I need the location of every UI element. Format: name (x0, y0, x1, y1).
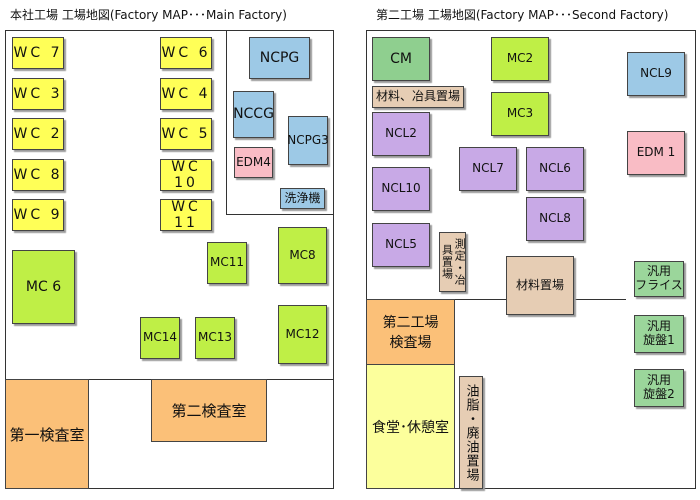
inner-room-wall-left (226, 30, 227, 215)
machine-mc6[interactable]: MC 6 (12, 250, 75, 324)
main-factory-title: 本社工場 工場地図(Factory MAP･･･Main Factory) (10, 8, 287, 22)
station-wc8[interactable]: WC 8 (12, 159, 64, 191)
machine-ncl2[interactable]: NCL2 (372, 112, 430, 156)
machine-nccg[interactable]: NCCG (233, 91, 274, 138)
machine-mc12[interactable]: MC12 (278, 305, 327, 364)
inner-room-wall-bottom (226, 214, 334, 215)
machine-washer[interactable]: 洗浄機 (280, 188, 325, 209)
machine-ncl8[interactable]: NCL8 (526, 197, 584, 241)
station-wc7[interactable]: WC 7 (12, 37, 64, 69)
machine-general-lathe-2[interactable]: 汎用 旋盤2 (634, 369, 684, 407)
machine-mc8[interactable]: MC8 (278, 227, 327, 284)
storage-measurement-tools[interactable]: 測定・冶具置場 (439, 232, 466, 292)
station-wc3[interactable]: WC 3 (12, 78, 64, 110)
machine-mc3[interactable]: MC3 (491, 92, 549, 136)
station-wc4[interactable]: WC 4 (160, 78, 212, 110)
second-factory-title: 第二工場 工場地図(Factory MAP･･･Second Factory) (376, 8, 669, 22)
machine-general-lathe-1[interactable]: 汎用 旋盤1 (634, 315, 684, 353)
general-milling-line1: 汎用 (646, 264, 671, 279)
machine-ncl10[interactable]: NCL10 (372, 167, 430, 211)
machine-edm1[interactable]: EDM 1 (627, 131, 685, 175)
storage-materials[interactable]: 材料置場 (506, 256, 574, 315)
inspection-line1: 第二工場 (382, 315, 439, 331)
machine-cm[interactable]: CM (372, 37, 430, 81)
storage-materials-tools[interactable]: 材料、冶具置場 (372, 86, 464, 108)
inspection-line2: 検査場 (389, 335, 432, 351)
machine-general-milling[interactable]: 汎用 フライス (634, 261, 684, 297)
station-wc9[interactable]: WC 9 (12, 199, 64, 231)
machine-ncl6[interactable]: NCL6 (526, 147, 584, 191)
machine-ncl9[interactable]: NCL9 (627, 52, 685, 96)
machine-mc13[interactable]: MC13 (195, 317, 235, 359)
station-wc10[interactable]: WC 10 (160, 159, 212, 191)
station-wc11[interactable]: WC 11 (160, 199, 212, 231)
machine-ncpg[interactable]: NCPG (249, 37, 310, 79)
general-lathe2-line1: 汎用 (646, 373, 671, 388)
machine-ncl7[interactable]: NCL7 (459, 147, 517, 191)
machine-edm4[interactable]: EDM4 (234, 147, 273, 178)
machine-ncpg3[interactable]: NCPG3 (287, 116, 329, 165)
room-second-inspection[interactable]: 第二検査室 (151, 379, 267, 442)
room-first-inspection[interactable]: 第一検査室 (5, 379, 89, 489)
room-cafeteria-lounge[interactable]: 食堂･休憩室 (366, 364, 455, 489)
machine-ncl5[interactable]: NCL5 (372, 223, 430, 267)
station-wc6[interactable]: WC 6 (160, 37, 212, 69)
room-second-factory-inspection[interactable]: 第二工場 検査場 (366, 299, 455, 365)
machine-mc14[interactable]: MC14 (140, 317, 180, 359)
storage-oil-waste[interactable]: 油脂・廃油置場 (459, 376, 483, 489)
machine-mc11[interactable]: MC11 (207, 242, 247, 284)
machine-mc2[interactable]: MC2 (491, 37, 549, 81)
general-lathe1-line1: 汎用 (646, 319, 671, 334)
general-milling-line2: フライス (635, 278, 683, 292)
station-wc2[interactable]: WC 2 (12, 118, 64, 150)
station-wc5[interactable]: WC 5 (160, 118, 212, 150)
general-lathe2-line2: 旋盤2 (643, 387, 675, 401)
second-factory-divider (366, 299, 626, 300)
general-lathe1-line2: 旋盤1 (643, 333, 675, 347)
